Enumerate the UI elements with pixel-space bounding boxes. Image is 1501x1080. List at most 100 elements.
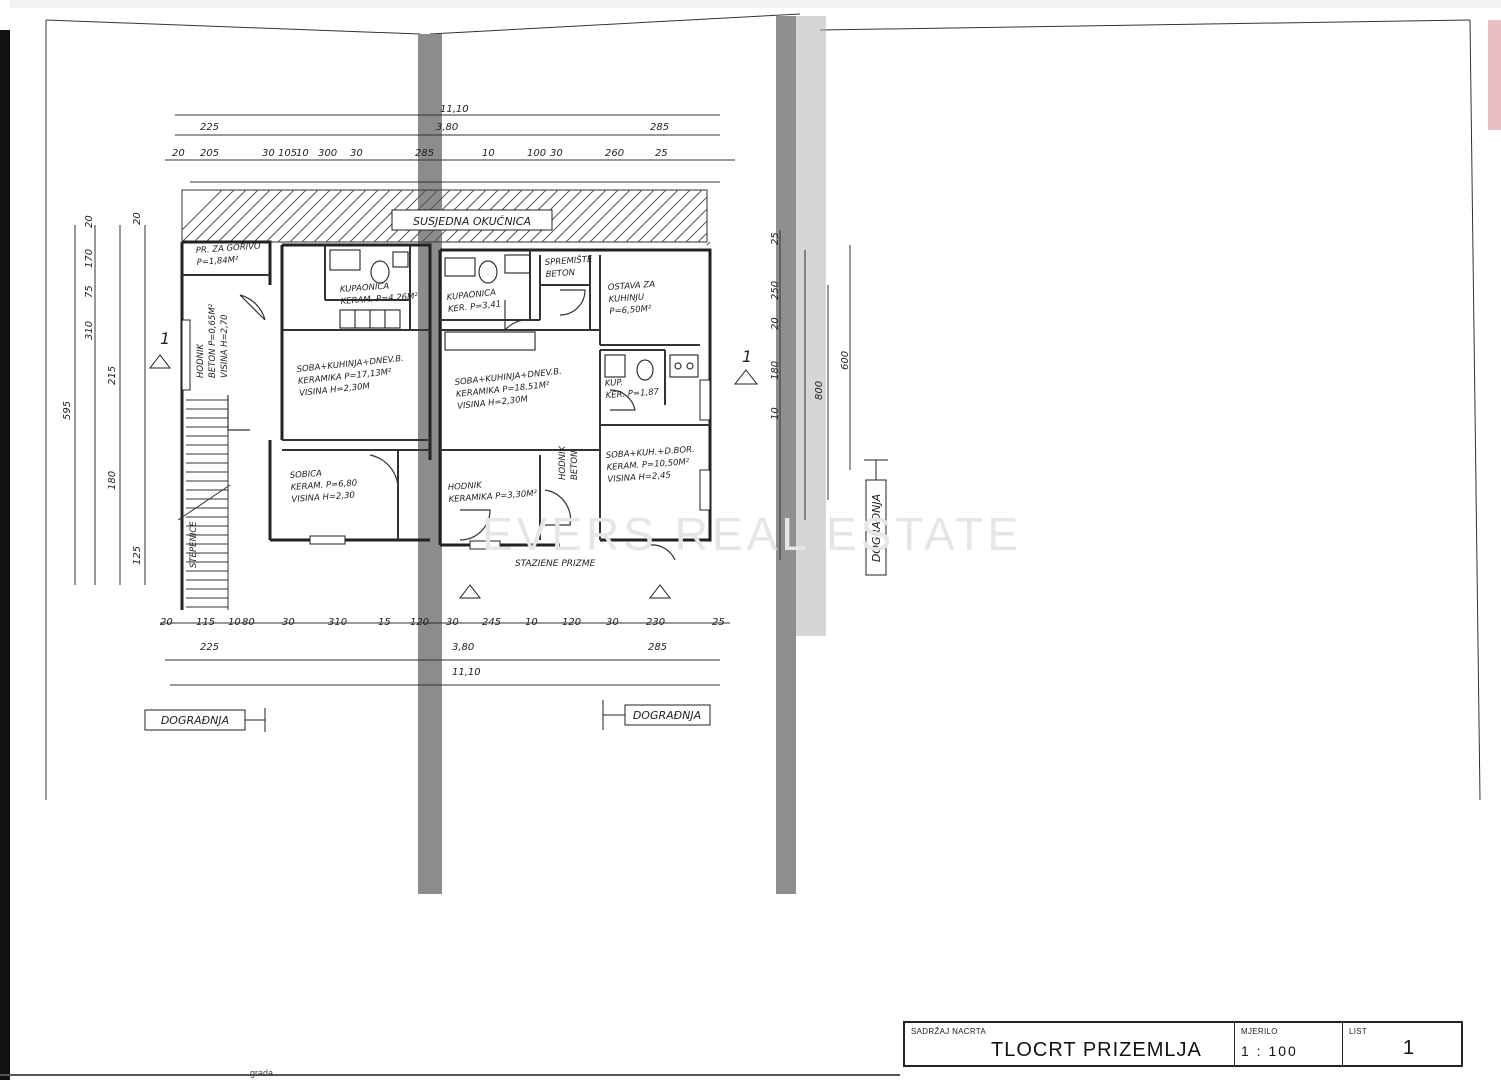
sheet-label: LIST — [1349, 1027, 1368, 1036]
svg-text:DOGRAĐNJA: DOGRAĐNJA — [870, 494, 883, 562]
left-scan-edge — [0, 30, 10, 1080]
dim-bottom-detail: 230 — [646, 617, 665, 628]
page-fold-shadow-center — [418, 34, 442, 894]
dim-bottom-detail: 15 — [378, 617, 391, 628]
room-label-line: VISINA H=2,30 — [291, 491, 355, 505]
interior-walls — [182, 245, 710, 540]
stairs — [177, 399, 231, 610]
title-block-content-cell: SADRŽAJ NACRTA TLOCRT PRIZEMLJA — [905, 1023, 1235, 1065]
room-label-line: BETON P=0,65M² — [208, 303, 218, 378]
room-label-line: VISINA H=2,45 — [607, 471, 671, 485]
dim-bottom-detail: 25 — [712, 617, 725, 628]
neighbor-plot-label: SUSJEDNA OKUĆNICA — [391, 209, 553, 231]
dim-left: 20 — [132, 212, 143, 225]
room-label-line: KER. P=1,87 — [605, 387, 660, 401]
room-label-line: P=6,50M² — [609, 304, 652, 317]
room-label-line: SPREMIŠTE — [544, 253, 593, 268]
windows — [181, 319, 711, 550]
section-marker-left: 1 — [148, 329, 172, 369]
dim-bottom-sub: 225 — [200, 642, 219, 653]
dim-top-detail: 100 — [527, 148, 546, 159]
sheet-number: 1 — [1403, 1037, 1415, 1059]
door-swings — [227, 289, 676, 561]
room-label-line: VISINA H=2,70 — [220, 314, 230, 378]
room-label-line: STEPENICE — [189, 521, 199, 568]
bathroom-fixtures — [329, 249, 699, 381]
svg-text:1: 1 — [160, 329, 170, 348]
dim-top-detail: 20 — [172, 148, 185, 159]
svg-text:1: 1 — [742, 347, 752, 366]
dim-right: 800 — [814, 381, 825, 400]
dim-top-detail: 105 — [278, 148, 297, 159]
title-block-sheet-cell: LIST 1 — [1343, 1023, 1461, 1065]
extension-box-left: DOGRAĐNJA — [144, 708, 266, 732]
title-block-scale-cell: MJERILO 1 : 100 — [1235, 1023, 1343, 1065]
dim-bottom-detail: 30 — [446, 617, 459, 628]
dim-right: 250 — [770, 281, 781, 300]
room-label-line: P=1,84M² — [196, 255, 239, 268]
dim-left: 125 — [132, 546, 143, 565]
entry-arrow-1 — [458, 584, 482, 599]
title-block: SADRŽAJ NACRTA TLOCRT PRIZEMLJA MJERILO … — [903, 1021, 1463, 1067]
content-label: SADRŽAJ NACRTA — [911, 1027, 987, 1036]
svg-text:DOGRAĐNJA: DOGRAĐNJA — [633, 709, 701, 722]
dim-top-sub: 3,80 — [436, 122, 458, 133]
entry-arrow-2 — [648, 584, 672, 599]
dim-left: 20 — [84, 215, 95, 228]
dim-bottom-detail: 310 — [328, 617, 347, 628]
dim-top-sub: 225 — [200, 122, 219, 133]
dim-bottom-detail: 120 — [410, 617, 429, 628]
svg-text:DOGRAĐNJA: DOGRAĐNJA — [161, 714, 229, 727]
dim-top-detail: 30 — [550, 148, 563, 159]
dimension-lines — [74, 114, 851, 686]
room-label-line: BETON — [570, 450, 580, 480]
dim-top-detail: 25 — [655, 148, 668, 159]
room-label-line: HODNIK — [558, 445, 568, 480]
dim-left: 310 — [84, 321, 95, 340]
dim-top-detail: 300 — [318, 148, 337, 159]
room-label-line: HODNIK — [196, 343, 206, 378]
dim-bottom-detail: 30 — [282, 617, 295, 628]
watermark: EVERS REAL ESTATE — [482, 508, 1022, 560]
dim-top-total: 11,10 — [440, 104, 469, 115]
dim-bottom-sub: 3,80 — [452, 642, 474, 653]
dims-left: 595 20 170 75 310 215 20 180 125 — [62, 212, 143, 565]
room-label-line: KERAM. P=6,80 — [290, 478, 357, 493]
dim-bottom-detail: 120 — [562, 617, 581, 628]
dim-right: 180 — [770, 361, 781, 380]
dim-right: 600 — [840, 351, 851, 370]
dim-left: 170 — [84, 249, 95, 268]
dim-top-detail: 205 — [200, 148, 219, 159]
dim-top-detail: 30 — [350, 148, 363, 159]
dim-bottom-total: 11,10 — [452, 667, 481, 678]
dim-left: 75 — [84, 285, 95, 298]
dim-left: 180 — [107, 471, 118, 490]
stair-note: STAZIENE PRIZME — [515, 559, 596, 569]
dim-right: 25 — [770, 232, 781, 245]
room-label-line: KUPAONICA — [340, 282, 390, 295]
room-label-stairs: STEPENICE — [189, 521, 199, 568]
dim-left: 595 — [62, 401, 73, 420]
dim-left: 215 — [107, 366, 118, 385]
dim-top-detail: 10 — [296, 148, 309, 159]
dim-top-detail: 285 — [415, 148, 434, 159]
dim-bottom-detail: 80 — [242, 617, 255, 628]
dim-bottom-detail: 10 — [228, 617, 241, 628]
room-label-line: KUP. — [605, 378, 624, 389]
dim-bottom-sub: 285 — [648, 642, 667, 653]
extension-box-right: DOGRAĐNJA — [602, 700, 711, 730]
dim-bottom-detail: 10 — [525, 617, 538, 628]
scale-value: 1 : 100 — [1241, 1043, 1298, 1059]
page-fold-shadow-right — [776, 16, 796, 894]
room-label-line: OSTAVA ZA — [608, 280, 656, 293]
dim-top-detail: 260 — [605, 148, 624, 159]
